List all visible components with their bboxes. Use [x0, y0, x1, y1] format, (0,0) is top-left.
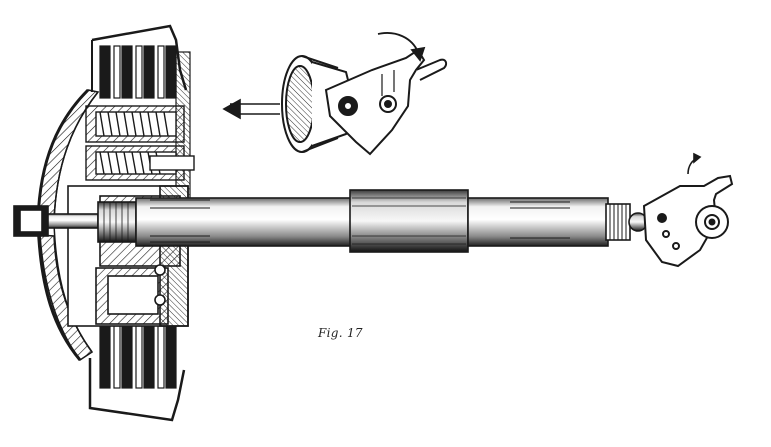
push-rod-end [13, 201, 137, 243]
push-direction-arrow [222, 98, 280, 120]
clutch-springs [85, 105, 195, 181]
operating-lever [642, 174, 734, 268]
release-mechanism-detail [281, 48, 448, 156]
detail-rotation-arrow [377, 32, 426, 62]
friction-plates-bottom [99, 325, 177, 389]
main-shaft [135, 189, 648, 253]
lever-rotation-arrow [687, 152, 702, 175]
figure-caption: Fig. 17 [318, 326, 363, 340]
